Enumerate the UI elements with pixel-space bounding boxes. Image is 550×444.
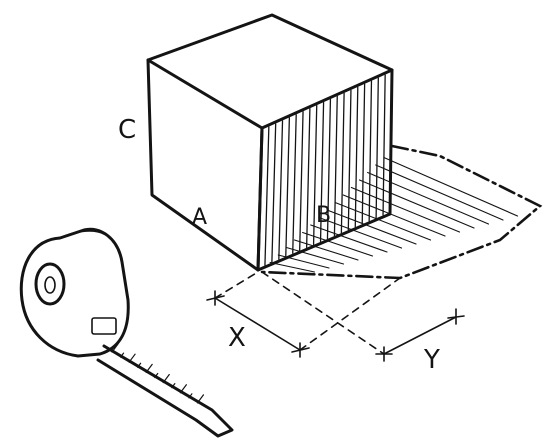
tape-tick [179,384,187,394]
cube-side-face [256,68,394,272]
dimension-x [206,290,310,358]
side-hatch-stroke [340,92,345,234]
shadow-hatch-stroke [383,156,519,217]
tape-measure-icon [19,227,234,438]
tape-tick [154,372,159,379]
cast-shadow [260,144,543,280]
side-hatch-stroke [264,126,270,266]
side-hatch-stroke [333,95,338,237]
shadow-hatch-stroke [269,261,316,273]
side-hatch-stroke [382,74,386,216]
dimension-y-line [383,316,457,355]
shadow-hatch-stroke [326,209,417,245]
tape-measure-reel-hub [44,276,56,294]
side-hatch-stroke [375,77,379,219]
shadow-hatch-stroke [310,224,388,253]
tape-tick [128,353,136,363]
side-face-hatching [264,74,386,266]
tape-tick [196,394,205,404]
side-hatch-stroke [312,104,318,246]
shadow-hatch-stroke [367,171,490,225]
projection-line-3 [214,271,259,299]
side-hatch-stroke [299,111,304,251]
tape-measure-ticks [111,343,205,404]
dimension-y [375,308,465,362]
side-hatch-stroke [292,114,297,254]
tape-tick [145,363,153,373]
tape-tick [137,362,142,368]
side-hatch-stroke [368,80,373,222]
shadow-outline [260,144,543,280]
tape-measure-reel [34,262,66,306]
side-hatch-stroke [319,101,325,243]
side-hatch-stroke [278,120,284,260]
tape-measure-blade [96,344,234,438]
shadow-hatch-stroke [342,194,446,237]
label-shadow-width: Y [423,345,440,375]
cube [146,13,394,272]
projection-lines [214,271,401,355]
tape-measure-housing [19,227,130,358]
label-side-face: B [316,203,331,228]
side-hatch-stroke [305,107,311,249]
side-hatch-stroke [361,83,366,225]
label-shadow-depth: X [228,323,246,353]
shadow-hatch-stroke [285,246,345,265]
side-hatch-stroke [326,98,332,240]
dimension-x-line [214,297,301,351]
tape-measure-housing-edge [59,230,105,239]
cube-front-face [146,58,264,272]
side-hatch-stroke [285,117,291,257]
tape-tick [162,373,170,384]
label-height-edge: C [118,115,136,145]
tape-tick [188,393,193,399]
shadow-hatch-stroke [318,216,403,249]
tape-measure-lock-button [91,317,117,335]
shadow-hatch-stroke [334,201,432,241]
shadow-hatch-stroke [375,164,504,221]
tape-tick [171,383,176,389]
side-hatch-stroke [271,123,277,263]
tape-tick [119,352,125,358]
side-hatch-stroke [354,86,359,228]
shadow-hatch-stroke [293,239,359,261]
tape-tick [111,343,119,353]
cube-top-face [146,13,394,130]
projection-line-2 [299,277,401,351]
projection-line-1 [261,271,385,355]
label-front-face: A [192,205,207,230]
shadow-hatch-stroke [358,179,475,229]
side-hatch-stroke [347,89,352,231]
